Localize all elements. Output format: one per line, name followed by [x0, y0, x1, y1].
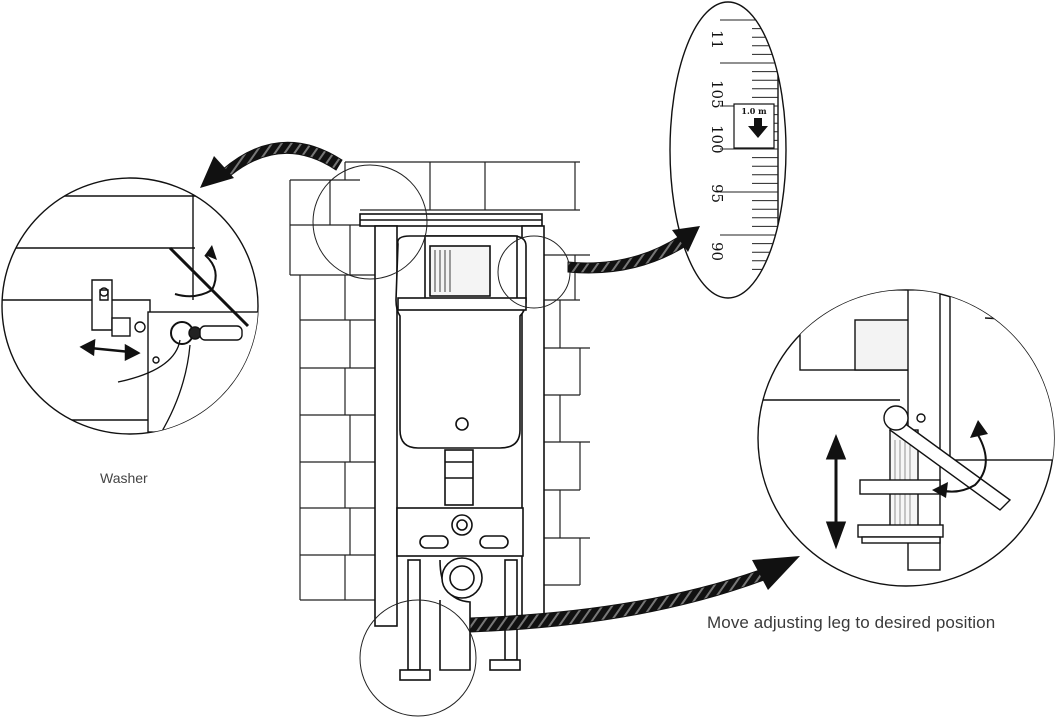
callout-arrows	[200, 141, 800, 633]
tick-label-95: 95	[708, 184, 726, 203]
tick-label-90: 90	[708, 242, 726, 261]
height-scale-marker: 1.0 m	[741, 106, 767, 116]
adjusting-leg-zoom	[757, 289, 1055, 587]
installation-frame	[359, 213, 545, 681]
brick-wall	[289, 161, 590, 601]
height-scale-zoom: 1.0 m 90 95 100 105 11	[669, 1, 787, 299]
arrow-to-washer-detail	[221, 141, 343, 177]
adjusting-leg-caption: Move adjusting leg to desired position	[707, 613, 996, 632]
washer-detail-zoom	[1, 177, 259, 435]
tick-label-100: 100	[708, 125, 726, 154]
tick-label-105: 105	[708, 80, 726, 109]
washer-label: Washer	[100, 470, 148, 486]
height-scale-tick-labels: 90 95 100 105 11	[708, 30, 726, 261]
tick-label-11: 11	[708, 30, 726, 49]
